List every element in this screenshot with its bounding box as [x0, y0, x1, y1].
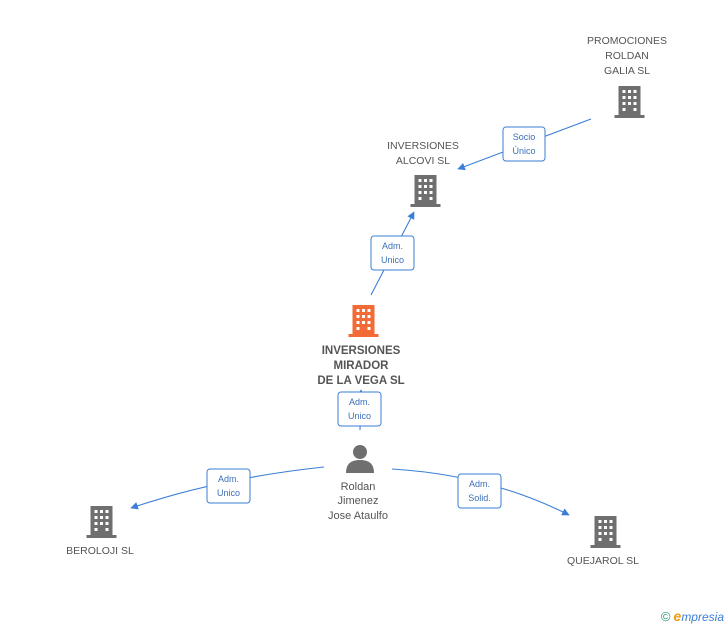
node-label-line: DE LA VEGA SL	[317, 375, 404, 387]
edge-label-promociones-alcovi[interactable]: Socio Único	[502, 126, 546, 162]
node-label-line: Jimenez	[338, 495, 379, 507]
edge-label-line: Adm.	[469, 479, 490, 489]
nodes-layer: PROMOCIONES ROLDAN GALIA SL INVERSIONES …	[66, 35, 667, 567]
node-quejarol[interactable]: QUEJAROL SL	[567, 516, 639, 567]
building-icon	[590, 516, 621, 548]
node-label-line: MIRADOR	[334, 360, 390, 372]
building-icon	[348, 305, 379, 337]
edge-labels-layer: Socio Único Adm. Unico Adm. Unico Adm. U…	[206, 126, 546, 509]
brand-logo: © empresia	[661, 608, 724, 624]
node-label-line: INVERSIONES	[322, 345, 401, 357]
person-icon	[346, 445, 374, 473]
node-label-line: PROMOCIONES	[587, 35, 667, 47]
node-label-line: GALIA SL	[604, 65, 650, 77]
node-label-line: Jose Ataulfo	[328, 510, 388, 522]
node-label-line: Roldan	[341, 481, 376, 493]
node-label-line: BEROLOJI SL	[66, 545, 134, 557]
edge-label-roldan-quejarol[interactable]: Adm. Solid.	[457, 473, 502, 509]
building-icon	[86, 506, 117, 538]
node-label-line: INVERSIONES	[387, 140, 459, 152]
edge-label-line: Adm.	[218, 474, 239, 484]
edge-label-line: Socio	[513, 132, 536, 142]
node-inversiones-alcovi[interactable]: INVERSIONES ALCOVI SL	[387, 140, 459, 207]
edge-label-line: Adm.	[382, 241, 403, 251]
brand-initial: e	[673, 608, 682, 624]
node-promociones-roldan-galia[interactable]: PROMOCIONES ROLDAN GALIA SL	[587, 35, 667, 118]
edge-label-line: Unico	[381, 255, 404, 265]
edge-label-line: Unico	[348, 411, 371, 421]
node-label-line: QUEJAROL SL	[567, 555, 639, 567]
edge-label-line: Único	[512, 146, 535, 156]
node-label-line: ALCOVI SL	[396, 155, 450, 167]
node-beroloji[interactable]: BEROLOJI SL	[66, 506, 134, 557]
edge-label-roldan-mirador[interactable]: Adm. Unico	[337, 391, 382, 427]
edge-label-line: Adm.	[349, 397, 370, 407]
node-inversiones-mirador-de-la-vega[interactable]: INVERSIONES MIRADOR DE LA VEGA SL	[317, 305, 405, 387]
edge-label-line: Solid.	[468, 493, 491, 503]
edge-label-roldan-beroloji[interactable]: Adm. Unico	[206, 468, 251, 504]
brand-name-rest: mpresia	[681, 610, 724, 624]
edge-label-line: Unico	[217, 488, 240, 498]
brand-name: empresia	[674, 608, 724, 624]
building-icon	[614, 86, 645, 118]
copyright-icon: ©	[660, 608, 671, 624]
node-label-line: ROLDAN	[605, 50, 649, 62]
edge-label-mirador-alcovi[interactable]: Adm. Unico	[370, 235, 415, 271]
node-person-roldan-jimenez[interactable]: Roldan Jimenez Jose Ataulfo	[328, 445, 388, 522]
building-icon	[410, 175, 441, 207]
